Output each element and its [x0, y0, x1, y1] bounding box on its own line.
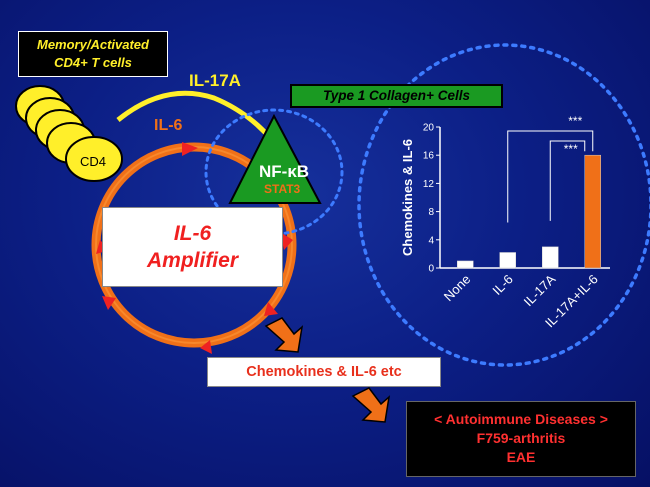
chart-y-tick-label: 16	[423, 151, 435, 162]
cd4-label: CD4	[80, 154, 107, 169]
significance-bracket	[549, 140, 586, 221]
chart-x-tick-label: IL-6	[489, 272, 515, 298]
memory-cells-line2: CD4+ T cells	[54, 55, 132, 70]
chart-x-tick-label: None	[441, 272, 474, 305]
amplifier-line2: Amplifier	[146, 249, 238, 272]
chart-bar	[584, 154, 601, 269]
memory-cells-box: Memory/Activated CD4+ T cells	[18, 31, 168, 77]
amplifier-line1: IL-6	[173, 222, 212, 245]
cd4-cell-stack	[15, 85, 123, 182]
chemokines-output-box: Chemokines & IL-6 etc	[207, 357, 441, 387]
block-arrow-2	[351, 387, 391, 423]
collagen-cells-box: Type 1 Collagen+ Cells	[290, 84, 503, 108]
chart-y-tick-label: 4	[428, 235, 434, 246]
loop-arrowhead	[264, 302, 278, 316]
loop-arrowhead	[280, 232, 293, 250]
loop-arrowhead	[102, 296, 116, 310]
chart-dotted-circle	[357, 43, 650, 367]
nfkb-triangle	[228, 113, 322, 204]
disease-item-arthritis: F759-arthritis	[476, 430, 566, 446]
chart-y-tick-label: 0	[428, 264, 434, 275]
chart-bar	[542, 246, 559, 269]
chart-y-tick-label: 8	[428, 207, 434, 218]
chart-y-label: Chemokines & IL-6	[400, 139, 415, 256]
loop-arrowhead	[200, 340, 212, 354]
block-arrow-1	[264, 317, 304, 353]
il17a-arrow	[116, 90, 274, 143]
cell-dotted-circle	[204, 108, 344, 236]
chart-y-tick-label: 12	[423, 179, 435, 190]
chart-x-tick-label: IL-17A	[521, 271, 559, 309]
nfkb-label: NF-κB	[259, 162, 310, 181]
memory-cells-line1: Memory/Activated	[37, 37, 149, 52]
diseases-title: < Autoimmune Diseases >	[434, 411, 608, 427]
autoimmune-diseases-box: < Autoimmune Diseases > F759-arthritis E…	[406, 401, 636, 477]
significance-marker: ***	[564, 142, 578, 156]
chart-y-tick-label: 20	[423, 123, 435, 134]
chart-bar	[457, 260, 474, 269]
cd4-cell-front	[65, 136, 123, 182]
significance-bracket	[507, 130, 594, 223]
il6-amplifier-box: IL-6 Amplifier	[102, 207, 283, 287]
disease-item-eae: EAE	[506, 449, 536, 465]
significance-marker: ***	[568, 114, 582, 128]
il6-label: IL-6	[154, 117, 183, 134]
loop-arrowhead	[182, 142, 198, 156]
chart-bar	[499, 252, 516, 269]
il17a-label: IL-17A	[189, 71, 241, 90]
stat3-label: STAT3	[264, 182, 301, 196]
